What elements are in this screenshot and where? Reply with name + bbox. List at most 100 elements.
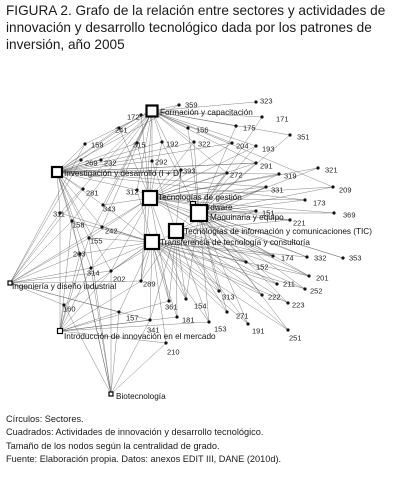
- sector-circle-353: [341, 256, 345, 260]
- edge-investigacion-292: [56, 160, 153, 173]
- sector-circle-160: [62, 303, 66, 307]
- sector-node-191: 191: [246, 322, 265, 336]
- edge-introduccion-157: [59, 311, 120, 332]
- edge-investigacion-311: [56, 171, 61, 214]
- sector-label-211: 211: [283, 280, 295, 289]
- edge-maquinaria-154: [185, 212, 200, 300]
- edge-investigacion-172: [56, 114, 142, 173]
- sector-circle-269: [79, 158, 83, 162]
- edge-transferencia-153: [151, 241, 210, 323]
- sector-label-222: 222: [268, 293, 281, 302]
- activity-square-investigacion: [50, 165, 64, 179]
- sector-node-291: 291: [254, 161, 273, 171]
- sector-node-289: 289: [139, 279, 156, 289]
- activity-label-gestion: Tecnologías de gestión: [158, 193, 242, 202]
- activity-square-ingenieria: [7, 280, 13, 286]
- edge-transferencia-160: [63, 241, 153, 306]
- sector-label-202: 202: [113, 275, 126, 284]
- sector-label-351: 351: [297, 133, 310, 142]
- edge-formacion-193: [151, 110, 257, 147]
- sector-label-319: 319: [284, 172, 297, 181]
- edge-gestion-193: [149, 145, 257, 199]
- sector-node-193: 193: [254, 144, 275, 154]
- sector-circle-221: [288, 218, 292, 222]
- sector-circle-156: [186, 126, 190, 130]
- edge-transferencia-332: [151, 241, 308, 258]
- edge-investigacion-312: [56, 171, 138, 191]
- sector-node-281: 281: [81, 187, 99, 198]
- sector-label-158: 158: [72, 221, 85, 230]
- activity-label-tic: Tecnologías de información y comunicacio…: [184, 227, 372, 236]
- edge-investigacion-242: [56, 171, 103, 228]
- edge-ingenieria-341: [9, 282, 151, 321]
- sector-label-173: 173: [313, 199, 326, 208]
- edge-formacion-312: [136, 110, 153, 191]
- sector-node-343: 343: [101, 203, 116, 214]
- sector-node-241: 241: [115, 126, 128, 135]
- edge-gestion-241: [118, 127, 151, 199]
- edge-ingenieria-159: [9, 143, 86, 284]
- edge-tic-252: [175, 230, 306, 290]
- edge-formacion-272: [151, 110, 228, 174]
- edge-maquinaria-211: [198, 212, 278, 285]
- edge-formacion-171: [151, 110, 263, 118]
- edge-transferencia-361: [151, 241, 170, 302]
- sector-label-312: 312: [126, 188, 139, 197]
- sector-label-174: 174: [281, 254, 294, 263]
- sector-node-369: 369: [332, 211, 356, 220]
- sector-label-242: 242: [105, 227, 118, 236]
- edge-tic-221: [175, 219, 291, 232]
- sector-circle-173: [303, 198, 307, 202]
- edge-tic-331: [175, 186, 267, 232]
- activity-square-tic: [167, 222, 185, 240]
- activity-node-formacion: Formación y capacitación: [145, 104, 253, 118]
- sector-circle-153: [207, 320, 211, 324]
- activity-label-formacion: Formación y capacitación: [160, 108, 253, 117]
- edge-ingenieria-202: [9, 270, 112, 284]
- sector-label-153: 153: [214, 325, 227, 334]
- sector-circle-321: [316, 166, 320, 170]
- sector-label-232: 232: [104, 159, 117, 168]
- sector-circle-332: [305, 255, 309, 259]
- sector-label-160: 160: [63, 305, 76, 314]
- sector-node-181: 181: [175, 315, 195, 325]
- edge-tic-181: [175, 230, 178, 318]
- sector-circle-158: [70, 219, 74, 223]
- sector-circle-251: [286, 328, 290, 332]
- edge-ingenieria-314: [9, 267, 92, 284]
- sector-node-160: 160: [62, 303, 76, 314]
- edge-maquinaria-171: [198, 116, 263, 214]
- sector-label-203: 203: [73, 250, 86, 259]
- sector-label-172: 172: [127, 113, 140, 122]
- sector-circle-203: [78, 252, 82, 256]
- sector-node-171: 171: [260, 115, 289, 124]
- sector-label-353: 353: [349, 254, 362, 263]
- edge-formacion-158: [71, 110, 153, 222]
- edge-ingenieria-203: [9, 253, 81, 284]
- sector-circle-151: [254, 209, 258, 213]
- edge-gestion-322: [149, 141, 195, 199]
- edge-ingenieria-269: [9, 159, 82, 284]
- sector-node-210: 210: [164, 341, 180, 357]
- sector-node-155: 155: [87, 236, 103, 246]
- edge-transferencia-341: [149, 241, 153, 321]
- activity-square-gestion: [141, 189, 159, 207]
- edge-transferencia-271: [151, 241, 228, 313]
- edge-tic-393: [175, 169, 182, 232]
- sector-label-191: 191: [252, 327, 265, 336]
- note-squares: Cuadrados: Actividades de innovación y d…: [6, 427, 264, 438]
- sector-circle-201: [307, 274, 311, 278]
- edge-biotecnologia-157: [110, 311, 120, 395]
- sector-label-369: 369: [343, 211, 356, 220]
- sector-node-204: 204: [230, 141, 249, 151]
- sector-label-156: 156: [196, 126, 209, 135]
- edge-investigacion-202: [56, 171, 112, 272]
- edge-introduccion-155: [59, 237, 90, 332]
- edge-tic-151: [175, 210, 257, 232]
- sector-label-269: 269: [85, 159, 98, 168]
- sector-circle-314: [89, 266, 93, 270]
- sector-node-174: 174: [271, 254, 294, 263]
- edge-transferencia-201: [151, 241, 310, 277]
- sector-circle-291: [254, 161, 258, 165]
